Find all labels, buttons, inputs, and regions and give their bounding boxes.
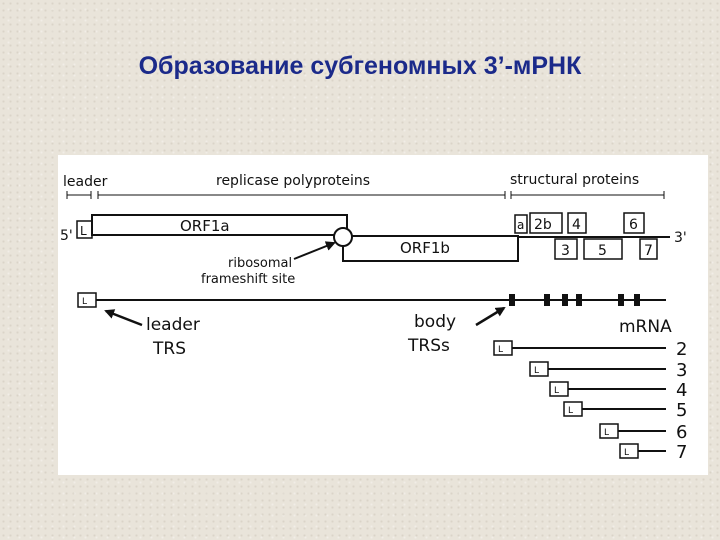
gene-2b-label: 2b (534, 217, 552, 233)
replicase-region-label: replicase polyproteins (216, 173, 370, 189)
gene-4-label: 4 (572, 217, 581, 233)
orf1a-box (91, 214, 348, 236)
gene-a-label: a (517, 218, 524, 232)
diagram-svg: leader replicase polyproteins structural… (60, 172, 687, 463)
orf1a-label: ORF1a (180, 217, 230, 235)
frameshift-circle (333, 227, 353, 247)
body-trs-line1: body (414, 312, 456, 332)
five-prime-label: 5' (60, 228, 73, 244)
gene-6-label: 6 (629, 217, 638, 233)
genome-leader-label: L (80, 224, 87, 238)
body-trs-marks (509, 294, 640, 306)
trs-mark (576, 294, 582, 306)
leader-trs-line1: leader (146, 315, 200, 335)
orf1b-label: ORF1b (400, 239, 450, 257)
mrna-header: mRNA (619, 317, 672, 337)
grna-leader-label: L (82, 297, 87, 307)
leader-trs-arrow (104, 309, 143, 327)
mrna-leader-label: L (554, 386, 559, 396)
mrna-number: 7 (676, 442, 687, 463)
slide-title: Образование субгеномных 3’-мРНК (138, 52, 582, 80)
frameshift-arrow (293, 241, 336, 260)
gene-6-box (623, 212, 645, 234)
gene-a-box (514, 214, 528, 234)
body-trs-line2: TRSs (407, 336, 450, 356)
structural-region-label: structural proteins (510, 172, 639, 188)
mrna-number: 2 (676, 339, 687, 360)
trs-mark (634, 294, 640, 306)
gene-3-box (554, 238, 578, 260)
gene-2b-box (529, 212, 563, 234)
leader-region-label: leader (63, 174, 108, 190)
region-brackets (66, 191, 665, 199)
trs-mark (509, 294, 515, 306)
mrna-number: 4 (676, 380, 687, 401)
mrna-number: 5 (676, 400, 687, 421)
orf1b-box (342, 235, 519, 262)
mrna-leader-label: L (568, 406, 573, 416)
gene-7-label: 7 (644, 243, 653, 259)
sgmrna-diagram: leader replicase polyproteins structural… (58, 155, 708, 475)
frameshift-label-line2: frameshift site (201, 272, 295, 287)
mrna-leader-label: L (534, 366, 539, 376)
trs-mark (544, 294, 550, 306)
gene-5-box (583, 238, 623, 260)
mrna-leader-label: L (604, 428, 609, 438)
gene-3-label: 3 (561, 243, 570, 259)
mrna-leader-label: L (498, 345, 503, 355)
mrna-leader-label: L (624, 448, 629, 458)
leader-trs-line2: TRS (152, 339, 186, 359)
trs-mark (562, 294, 568, 306)
gene-4-box (567, 212, 587, 234)
structural-genes: a 2b 4 6 3 5 7 (514, 212, 658, 260)
frameshift-label-line1: ribosomal (228, 256, 292, 271)
mrna-number: 3 (676, 360, 687, 381)
gene-7-box (639, 238, 658, 260)
three-prime-label: 3' (674, 230, 687, 246)
trs-mark (618, 294, 624, 306)
gene-5-label: 5 (598, 243, 607, 259)
body-trs-arrow (475, 306, 506, 327)
mrna-number: 6 (676, 422, 687, 443)
